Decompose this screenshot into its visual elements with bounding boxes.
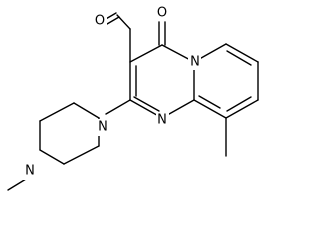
bond-aldehyde-ch xyxy=(116,14,131,30)
bond-pip-1 xyxy=(73,102,100,119)
bond-pip-4 xyxy=(39,149,65,165)
bond-n-methyl xyxy=(7,178,27,191)
bond-aldehyde-double-b xyxy=(106,16,120,25)
bond-pip-5 xyxy=(63,145,100,165)
bond-c8-c9 xyxy=(225,99,259,119)
bond-c6-c7 xyxy=(225,43,259,63)
bond-c9a-c9-inner xyxy=(198,95,221,109)
ketone-oxygen-label: O xyxy=(157,6,167,21)
piperazine-nitrogen-bottom-label: N xyxy=(25,164,35,179)
bond-n1-c2-inner xyxy=(133,96,160,112)
bond-c6-c7-inner xyxy=(226,50,252,66)
bond-c2-piperazine xyxy=(105,99,131,115)
structure-canvas: O O N N N N xyxy=(7,5,259,191)
bond-c3-c4 xyxy=(129,44,163,63)
ring-nitrogen-label: N xyxy=(157,113,167,128)
piperazine-nitrogen-top-label: N xyxy=(98,120,108,135)
atom-labels: O O N N N N xyxy=(23,5,201,180)
bond-c9-c9a xyxy=(193,99,227,119)
bonds xyxy=(7,12,259,191)
bond-pip-2 xyxy=(39,102,75,122)
aldehyde-oxygen-label: O xyxy=(95,14,105,29)
bond-c8-c9-inner xyxy=(226,96,252,112)
chemical-structure: O O N N N N xyxy=(7,5,259,191)
bridgehead-nitrogen-label: N xyxy=(190,55,200,70)
